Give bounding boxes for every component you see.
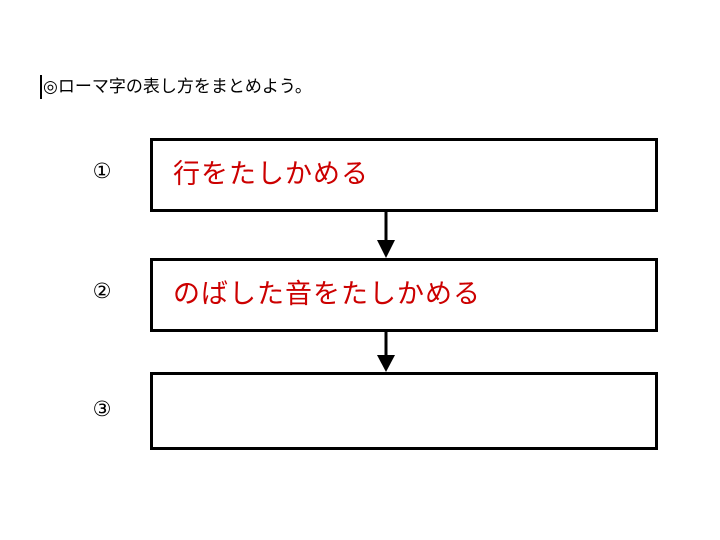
slide-title-row[interactable]: ◎ローマ字の表し方をまとめよう。 [40,74,312,100]
step-marker-1: ① [92,159,112,183]
flow-box-2[interactable]: のばした音をたしかめる [150,258,658,332]
text-cursor-icon [40,75,42,99]
flow-box-1-label: 行をたしかめる [173,159,369,191]
down-arrow-icon [373,332,399,372]
flow-box-3[interactable] [150,372,658,450]
down-arrow-icon [373,212,399,258]
step-marker-3: ③ [92,397,112,421]
flow-box-2-label: のばした音をたしかめる [173,279,481,311]
page-title: ◎ローマ字の表し方をまとめよう。 [43,77,312,97]
flow-box-1[interactable]: 行をたしかめる [150,138,658,212]
step-marker-2: ② [92,279,112,303]
